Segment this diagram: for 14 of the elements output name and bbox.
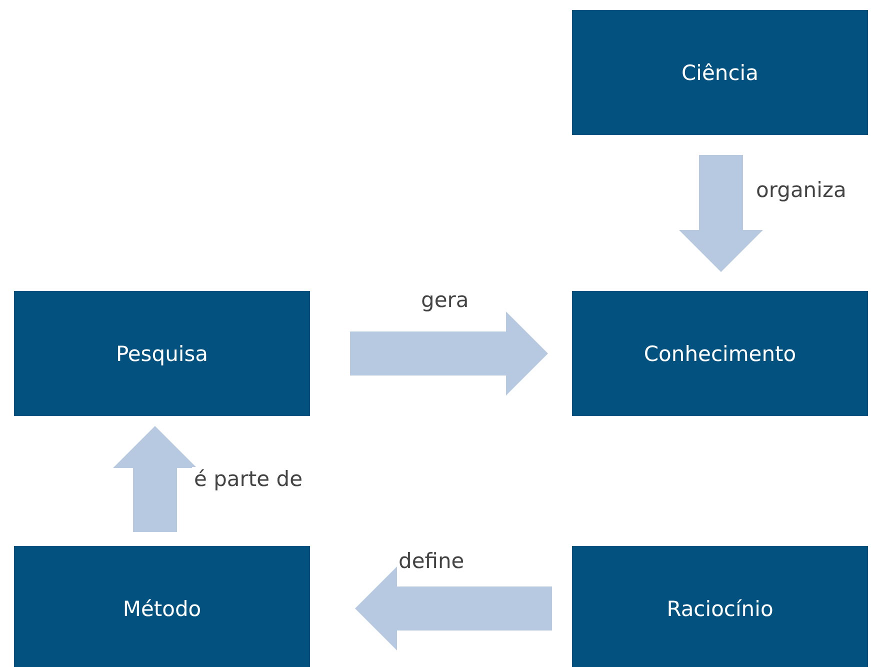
block-arrow bbox=[350, 312, 548, 396]
concept-label: Método bbox=[122, 596, 202, 620]
concept-label: Raciocínio bbox=[666, 596, 774, 620]
concept-box bbox=[572, 291, 868, 416]
concept-box bbox=[14, 546, 310, 667]
concept-label: Pesquisa bbox=[116, 342, 208, 366]
concept-label: Conhecimento bbox=[644, 342, 796, 366]
concept-box bbox=[572, 546, 868, 667]
concept-box bbox=[14, 291, 310, 416]
block-arrow bbox=[679, 155, 763, 272]
concept-label: Ciência bbox=[682, 60, 758, 84]
block-arrow bbox=[113, 426, 197, 532]
concept-box bbox=[572, 10, 868, 135]
block-arrow bbox=[355, 566, 552, 650]
